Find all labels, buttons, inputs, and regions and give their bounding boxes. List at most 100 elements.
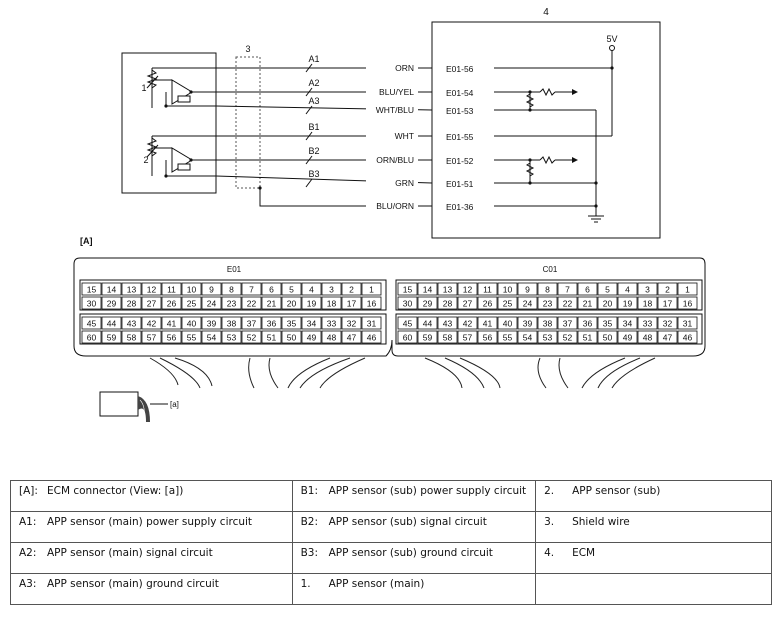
legend-cell: 1.APP sensor (main)	[291, 573, 537, 605]
connector-pin-number: 49	[307, 333, 317, 343]
connector-pin-cell	[557, 316, 578, 330]
ecm-box	[431, 21, 661, 239]
connector-pin-number: 41	[167, 319, 177, 329]
connector-pin-cell	[477, 316, 498, 330]
connector-pin-cell	[361, 282, 382, 296]
connector-pin-cell	[161, 296, 182, 310]
connector-pin-cell	[457, 282, 478, 296]
connector-pin-number: 23	[543, 299, 553, 309]
connector-pin-number: 27	[147, 299, 157, 309]
connector-pin-number: 56	[167, 333, 177, 343]
connector-pin-number: 6	[585, 285, 590, 295]
connector-pin-number: 13	[443, 285, 453, 295]
legend-key: [A]:	[19, 485, 38, 497]
legend-table: [A]:ECM connector (View: [a])B1:APP sens…	[10, 480, 772, 605]
legend-description: APP sensor (main) power supply circuit	[47, 516, 253, 528]
wire-color-label: WHT/BLU	[376, 105, 414, 115]
connector-pin-cell	[537, 330, 558, 344]
legend-key: 3.	[544, 516, 555, 528]
connector-pin-cell	[81, 316, 102, 330]
connector-pin-number: 16	[367, 299, 377, 309]
connector-pin-cell	[121, 282, 142, 296]
connector-pin-number: 28	[443, 299, 453, 309]
connector-pin-cell	[477, 282, 498, 296]
connector-pin-number: 38	[543, 319, 553, 329]
connector-pin-number: 9	[525, 285, 530, 295]
connector-pin-cell	[261, 316, 282, 330]
connector-pin-number: 54	[523, 333, 533, 343]
connector-pin-number: 2	[349, 285, 354, 295]
connector-pin-cell	[141, 296, 162, 310]
connector-pin-cell	[657, 330, 678, 344]
connector-pin-number: 29	[423, 299, 433, 309]
ecm-internal-circuit	[494, 45, 615, 223]
connector-pin-number: 41	[483, 319, 493, 329]
connector-pin-number: 33	[643, 319, 653, 329]
connector-pin-number: 11	[483, 285, 492, 295]
connector-pin-number: 2	[665, 285, 670, 295]
ecm-pin-label: E01-56	[446, 64, 474, 74]
connector-pin-number: 9	[209, 285, 214, 295]
connector-pin-number: 37	[247, 319, 257, 329]
connector-pin-cell	[557, 330, 578, 344]
connector-pin-number: 25	[503, 299, 513, 309]
circuit-label: B2	[308, 146, 319, 156]
connector-pin-cell	[577, 296, 598, 310]
connector-pin-cell	[261, 330, 282, 344]
connector-pin-number: 59	[423, 333, 433, 343]
connector-pin-cell	[397, 330, 418, 344]
legend-cell: B2:APP sensor (sub) signal circuit	[291, 511, 537, 543]
sensor-housing	[121, 52, 217, 194]
connector-pin-cell	[577, 316, 598, 330]
connector-pin-cell	[557, 282, 578, 296]
connector-pin-cell	[397, 282, 418, 296]
connector-pin-number: 44	[107, 319, 117, 329]
connector-pin-number: 23	[227, 299, 237, 309]
connector-pin-number: 51	[583, 333, 593, 343]
connector-pin-number: 20	[287, 299, 297, 309]
connector-pin-number: 42	[463, 319, 473, 329]
connector-pin-number: 32	[347, 319, 357, 329]
connector-pin-cell	[497, 296, 518, 310]
connector-pin-cell	[301, 282, 322, 296]
connector-pin-cell	[457, 316, 478, 330]
legend-row: A1:APP sensor (main) power supply circui…	[10, 511, 772, 543]
connector-pin-number: 35	[287, 319, 297, 329]
connector-pin-cell	[657, 316, 678, 330]
connector-pin-number: 60	[87, 333, 97, 343]
connector-pin-number: 18	[643, 299, 653, 309]
connector-pin-number: 60	[403, 333, 413, 343]
connector-pin-number: 58	[443, 333, 453, 343]
connector-housing-outline	[73, 257, 706, 357]
legend-key: 2.	[544, 485, 555, 497]
legend-description: Shield wire	[572, 516, 630, 528]
connector-pin-number: 28	[127, 299, 137, 309]
connector-pin-cell	[301, 316, 322, 330]
connector-pin-number: 36	[267, 319, 277, 329]
legend-description: APP sensor (main) signal circuit	[47, 547, 213, 559]
ecm-pin-label: E01-51	[446, 179, 474, 189]
connector-pin-number: 47	[347, 333, 357, 343]
legend-cell: 4.ECM	[535, 542, 772, 574]
sensor-main-number-label: 1	[141, 83, 146, 93]
connector-pin-cell	[617, 316, 638, 330]
connector-pin-number: 18	[327, 299, 337, 309]
connector-pin-cell	[637, 330, 658, 344]
wiring-diagram: 4 3 1 2	[73, 7, 706, 423]
connector-pin-cell	[241, 282, 262, 296]
connector-pin-number: 37	[563, 319, 573, 329]
legend-description: ECM	[572, 547, 596, 559]
connector-pin-cell	[241, 316, 262, 330]
connector-pin-number: 39	[523, 319, 533, 329]
connector-pin-cell	[161, 330, 182, 344]
connector-pin-number: 12	[147, 285, 157, 295]
connector-name-label: E01	[227, 265, 242, 274]
connector-pin-number: 36	[583, 319, 593, 329]
connector-pin-cell	[677, 316, 698, 330]
connector-pin-cell	[437, 330, 458, 344]
connector-pin-number: 30	[403, 299, 413, 309]
legend-description: APP sensor (sub) power supply circuit	[328, 485, 527, 497]
connector-pin-number: 13	[127, 285, 137, 295]
ecm-pin-label: E01-55	[446, 132, 474, 142]
legend-cell	[535, 573, 772, 605]
